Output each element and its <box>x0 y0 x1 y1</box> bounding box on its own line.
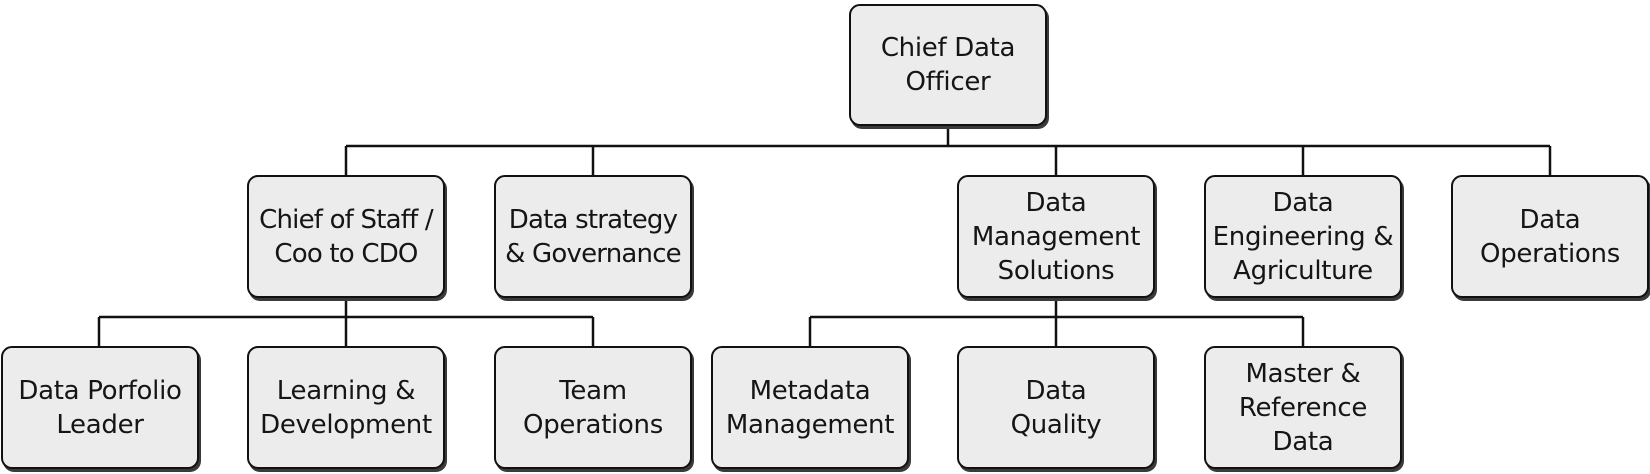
node-label: Chief of Staff / Coo to CDO <box>259 204 434 269</box>
node-learning-development: Learning & Development <box>247 346 445 469</box>
node-label: Chief Data Officer <box>880 33 1016 97</box>
node-data-quality: Data Quality <box>957 346 1155 469</box>
node-label: Data Quality <box>1010 375 1102 440</box>
node-label: Data Operations <box>1480 204 1620 269</box>
node-team-operations: Team Operations <box>494 346 692 469</box>
node-label: Data Management Solutions <box>971 187 1141 286</box>
node-chief-of-staff: Chief of Staff / Coo to CDO <box>247 175 445 298</box>
node-label: Data Engineering & Agriculture <box>1212 187 1394 286</box>
node-label: Data strategy & Governance <box>505 204 682 269</box>
node-label: Master & Reference Data <box>1238 358 1368 457</box>
node-data-portfolio-leader: Data Porfolio Leader <box>1 346 199 469</box>
node-master-reference-data: Master & Reference Data <box>1204 346 1402 469</box>
node-metadata-management: Metadata Management <box>711 346 909 469</box>
node-data-management-solutions: Data Management Solutions <box>957 175 1155 298</box>
node-label: Team Operations <box>523 375 663 440</box>
node-chief-data-officer: Chief Data Officer <box>849 4 1047 126</box>
node-data-engineering-agriculture: Data Engineering & Agriculture <box>1204 175 1402 298</box>
node-label: Metadata Management <box>725 375 895 440</box>
node-data-strategy-governance: Data strategy & Governance <box>494 175 692 298</box>
node-data-operations: Data Operations <box>1451 175 1649 298</box>
node-label: Learning & Development <box>260 375 432 440</box>
node-label: Data Porfolio Leader <box>18 375 182 440</box>
